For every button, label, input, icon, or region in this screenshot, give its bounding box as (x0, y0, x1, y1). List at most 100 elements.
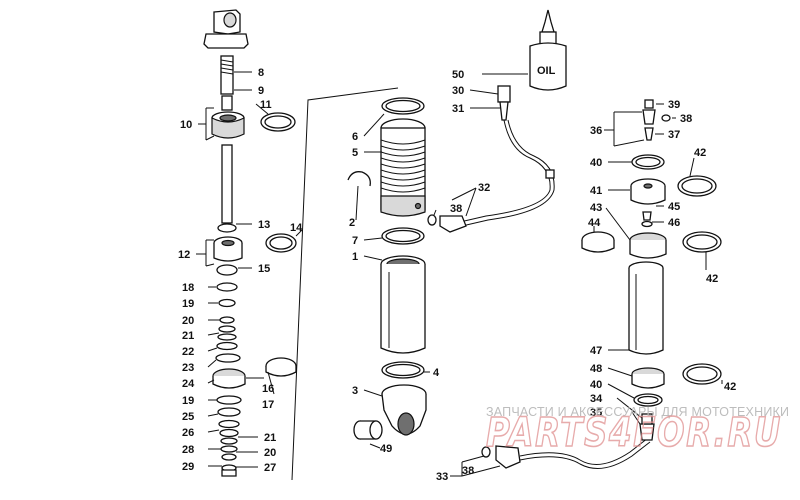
callout-41: 41 (590, 185, 602, 197)
valve-body (642, 109, 656, 125)
ring-6-inner (385, 99, 421, 113)
callout-1: 1 (352, 251, 358, 263)
callout-15: 15 (258, 263, 270, 275)
callout-45: 45 (668, 201, 680, 213)
callout-46: 46 (668, 217, 680, 229)
left-leaders (196, 71, 303, 468)
callout-38b: 38 (462, 465, 474, 477)
hose-fitting-31 (499, 101, 509, 121)
bumper-15 (216, 264, 238, 276)
ring-40a-inner (635, 156, 661, 168)
shim-26a (218, 419, 240, 429)
callout-2: 2 (349, 217, 355, 229)
reservoir-tube-47 (628, 268, 664, 355)
callout-42a: 42 (694, 147, 706, 159)
callout-36: 36 (590, 125, 602, 137)
middle-leaders (355, 113, 430, 449)
callout-35: 35 (590, 407, 602, 419)
valve-cap-39 (644, 99, 654, 109)
shim-22 (216, 341, 238, 351)
body-collar (380, 195, 426, 217)
oil-bottle (529, 42, 567, 91)
callout-22: 22 (182, 346, 194, 358)
callout-44: 44 (588, 217, 601, 229)
callout-32: 32 (478, 182, 490, 194)
callout-7: 7 (352, 235, 358, 247)
washer-46 (641, 220, 653, 228)
callout-38c: 38 (680, 113, 692, 125)
upper-hose-leaders (433, 89, 500, 217)
cap-41 (630, 186, 666, 205)
ring-11-inner (264, 115, 292, 129)
hose-line-lower (519, 437, 649, 465)
ring-7-inner (385, 229, 421, 243)
callout-40b: 40 (590, 379, 602, 391)
callout-28: 28 (182, 444, 194, 456)
lower-hose-leaders (450, 397, 643, 477)
shim-21b (220, 437, 238, 445)
callout-19b: 19 (182, 395, 194, 407)
rod-spacer (221, 95, 233, 111)
callout-21b: 21 (264, 432, 276, 444)
callout-12: 12 (178, 249, 190, 261)
callout-39: 39 (668, 99, 680, 111)
callout-37: 37 (668, 129, 680, 141)
ring-4-inner (385, 363, 421, 377)
shim-23 (215, 353, 241, 363)
mount-base (203, 33, 249, 49)
callout-27: 27 (264, 462, 276, 474)
end-cap-48 (631, 374, 665, 389)
callout-20b: 20 (264, 447, 276, 459)
watermark-tagline: ЗАПЧАСТИ И АКСЕССУАРЫ ДЛЯ МОТОТЕХНИКИ (486, 405, 789, 419)
hose-clamp (545, 169, 555, 179)
callout-4: 4 (433, 367, 440, 379)
callout-29: 29 (182, 461, 194, 473)
callout-20a: 20 (182, 315, 194, 327)
callout-19a: 19 (182, 298, 194, 310)
callout-14: 14 (290, 222, 303, 234)
ring-42a-inner (681, 178, 713, 194)
shim-26b (219, 428, 239, 438)
callout-10: 10 (180, 119, 192, 131)
rod-threads (220, 59, 234, 75)
ring-40b-inner (637, 395, 659, 405)
elbow-fitting (439, 215, 467, 233)
rod-assembly: 8 9 10 11 12 13 14 15 16 17 18 19 20 21 … (178, 9, 303, 477)
callout-31: 31 (452, 103, 464, 115)
hose-fitting-30 (497, 85, 511, 103)
callout-24: 24 (182, 378, 195, 390)
callout-23: 23 (182, 362, 194, 374)
bearing-housing (211, 117, 245, 139)
callout-18: 18 (182, 282, 194, 294)
nut-29 (221, 469, 237, 477)
callout-40a: 40 (590, 157, 602, 169)
shim-21a (218, 325, 236, 333)
hose-line-lower-outline (519, 441, 651, 469)
watermark: ЗАПЧАСТИ И АКСЕССУАРЫ ДЛЯ МОТОТЕХНИКИ PA… (485, 405, 789, 457)
callout-50: 50 (452, 69, 464, 81)
clip-2 (347, 171, 371, 187)
callout-42b: 42 (706, 273, 718, 285)
shim-20a (219, 316, 235, 324)
seal-head-bore (221, 239, 235, 247)
reservoir-assembly: 39 38 36 37 40 42 41 43 45 46 44 42 47 4… (581, 99, 736, 419)
upper-hose: 30 31 32 38 (427, 85, 555, 233)
shim-18 (216, 282, 238, 292)
callout-17: 17 (262, 399, 274, 411)
washer-38a (427, 214, 437, 226)
body-port (414, 202, 422, 210)
hose-line-upper (459, 119, 551, 223)
callout-26: 26 (182, 427, 194, 439)
bottom-eye-bore (397, 412, 415, 436)
lower-hose: 33 38 (436, 397, 655, 483)
callout-6: 6 (352, 131, 358, 143)
washer-38b (481, 446, 491, 458)
hose-line-upper-outline (461, 119, 555, 227)
callout-25: 25 (182, 411, 194, 423)
callout-43: 43 (590, 202, 602, 214)
callout-34: 34 (590, 393, 603, 405)
piston-ring-17-side (265, 366, 297, 377)
shim-28 (220, 445, 238, 453)
oil-bottle-group: OIL 50 (452, 9, 567, 91)
